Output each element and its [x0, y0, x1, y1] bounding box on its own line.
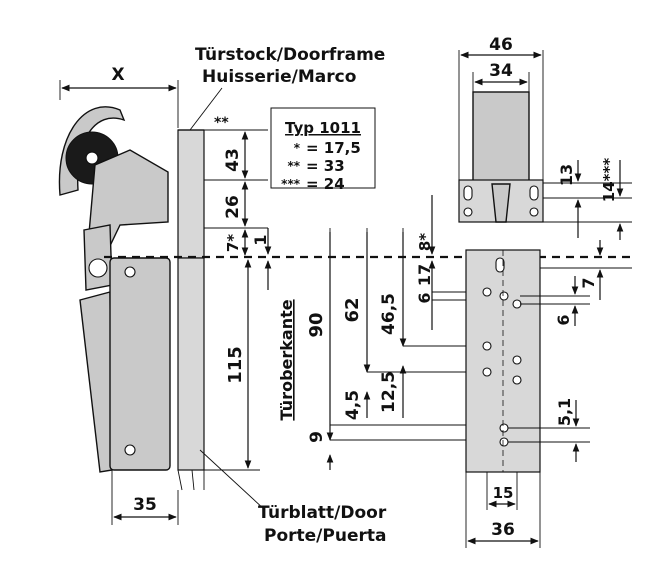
dim-6-right: 6 [554, 314, 573, 325]
type-row-2-value: = 33 [306, 157, 345, 175]
type-row-1-value: = 17,5 [306, 139, 361, 157]
dim-17: 17 [415, 264, 434, 286]
door-closer-side-view [58, 106, 171, 473]
type-row-3-mark: *** [281, 177, 301, 191]
bracket-top-view [458, 91, 544, 223]
door-label-line2: Porte/Puerta [264, 526, 386, 546]
dim-7: 7 [579, 277, 598, 288]
dim-46-5: 46,5 [379, 293, 399, 335]
type-table-title: Typ 1011 [285, 119, 361, 137]
dim-62: 62 [342, 297, 363, 322]
door-leaf-body [177, 257, 205, 471]
dim-4-5: 4,5 [343, 390, 363, 420]
dim-115: 115 [225, 346, 246, 384]
type-row-2-mark: ** [287, 159, 300, 173]
doorframe-label-line2: Huisserie/Marco [202, 67, 356, 87]
bracket-top-block [472, 91, 530, 185]
closer-housing [109, 257, 171, 471]
dim-12-5: 12,5 [379, 371, 399, 413]
type-row-1-mark: * [294, 141, 301, 155]
doorframe-body [177, 129, 205, 259]
dim-13: 13 [557, 164, 576, 186]
type-table-box [270, 107, 376, 189]
dim-15: 15 [493, 484, 514, 502]
dim-7-star: 7* [224, 234, 242, 252]
dim-14-triple-star: 14*** [600, 158, 618, 203]
dim-5-1: 5,1 [555, 398, 574, 426]
dim-46: 46 [489, 35, 513, 55]
dim-90: 90 [306, 312, 327, 337]
dim-1: 1 [251, 234, 270, 245]
dim-9: 9 [307, 431, 327, 443]
dim-34: 34 [489, 61, 513, 81]
closer-body [79, 291, 113, 473]
doorframe-label-line1: Türstock/Doorframe [195, 45, 385, 65]
dim-43: 43 [223, 148, 243, 172]
dim-x: X [111, 65, 124, 85]
dim-35: 35 [133, 495, 157, 515]
door-top-edge-label: Türoberkante [277, 299, 296, 420]
type-row-3-value: = 24 [306, 175, 345, 193]
dim-26: 26 [223, 195, 243, 219]
dim-6-left: 6 [415, 292, 434, 303]
mounting-plate [465, 249, 541, 473]
dim-43-mark: ** [214, 115, 229, 131]
dim-36: 36 [491, 520, 515, 540]
dim-8-star: 8* [416, 233, 434, 251]
door-label-line1: Türblatt/Door [258, 503, 387, 523]
